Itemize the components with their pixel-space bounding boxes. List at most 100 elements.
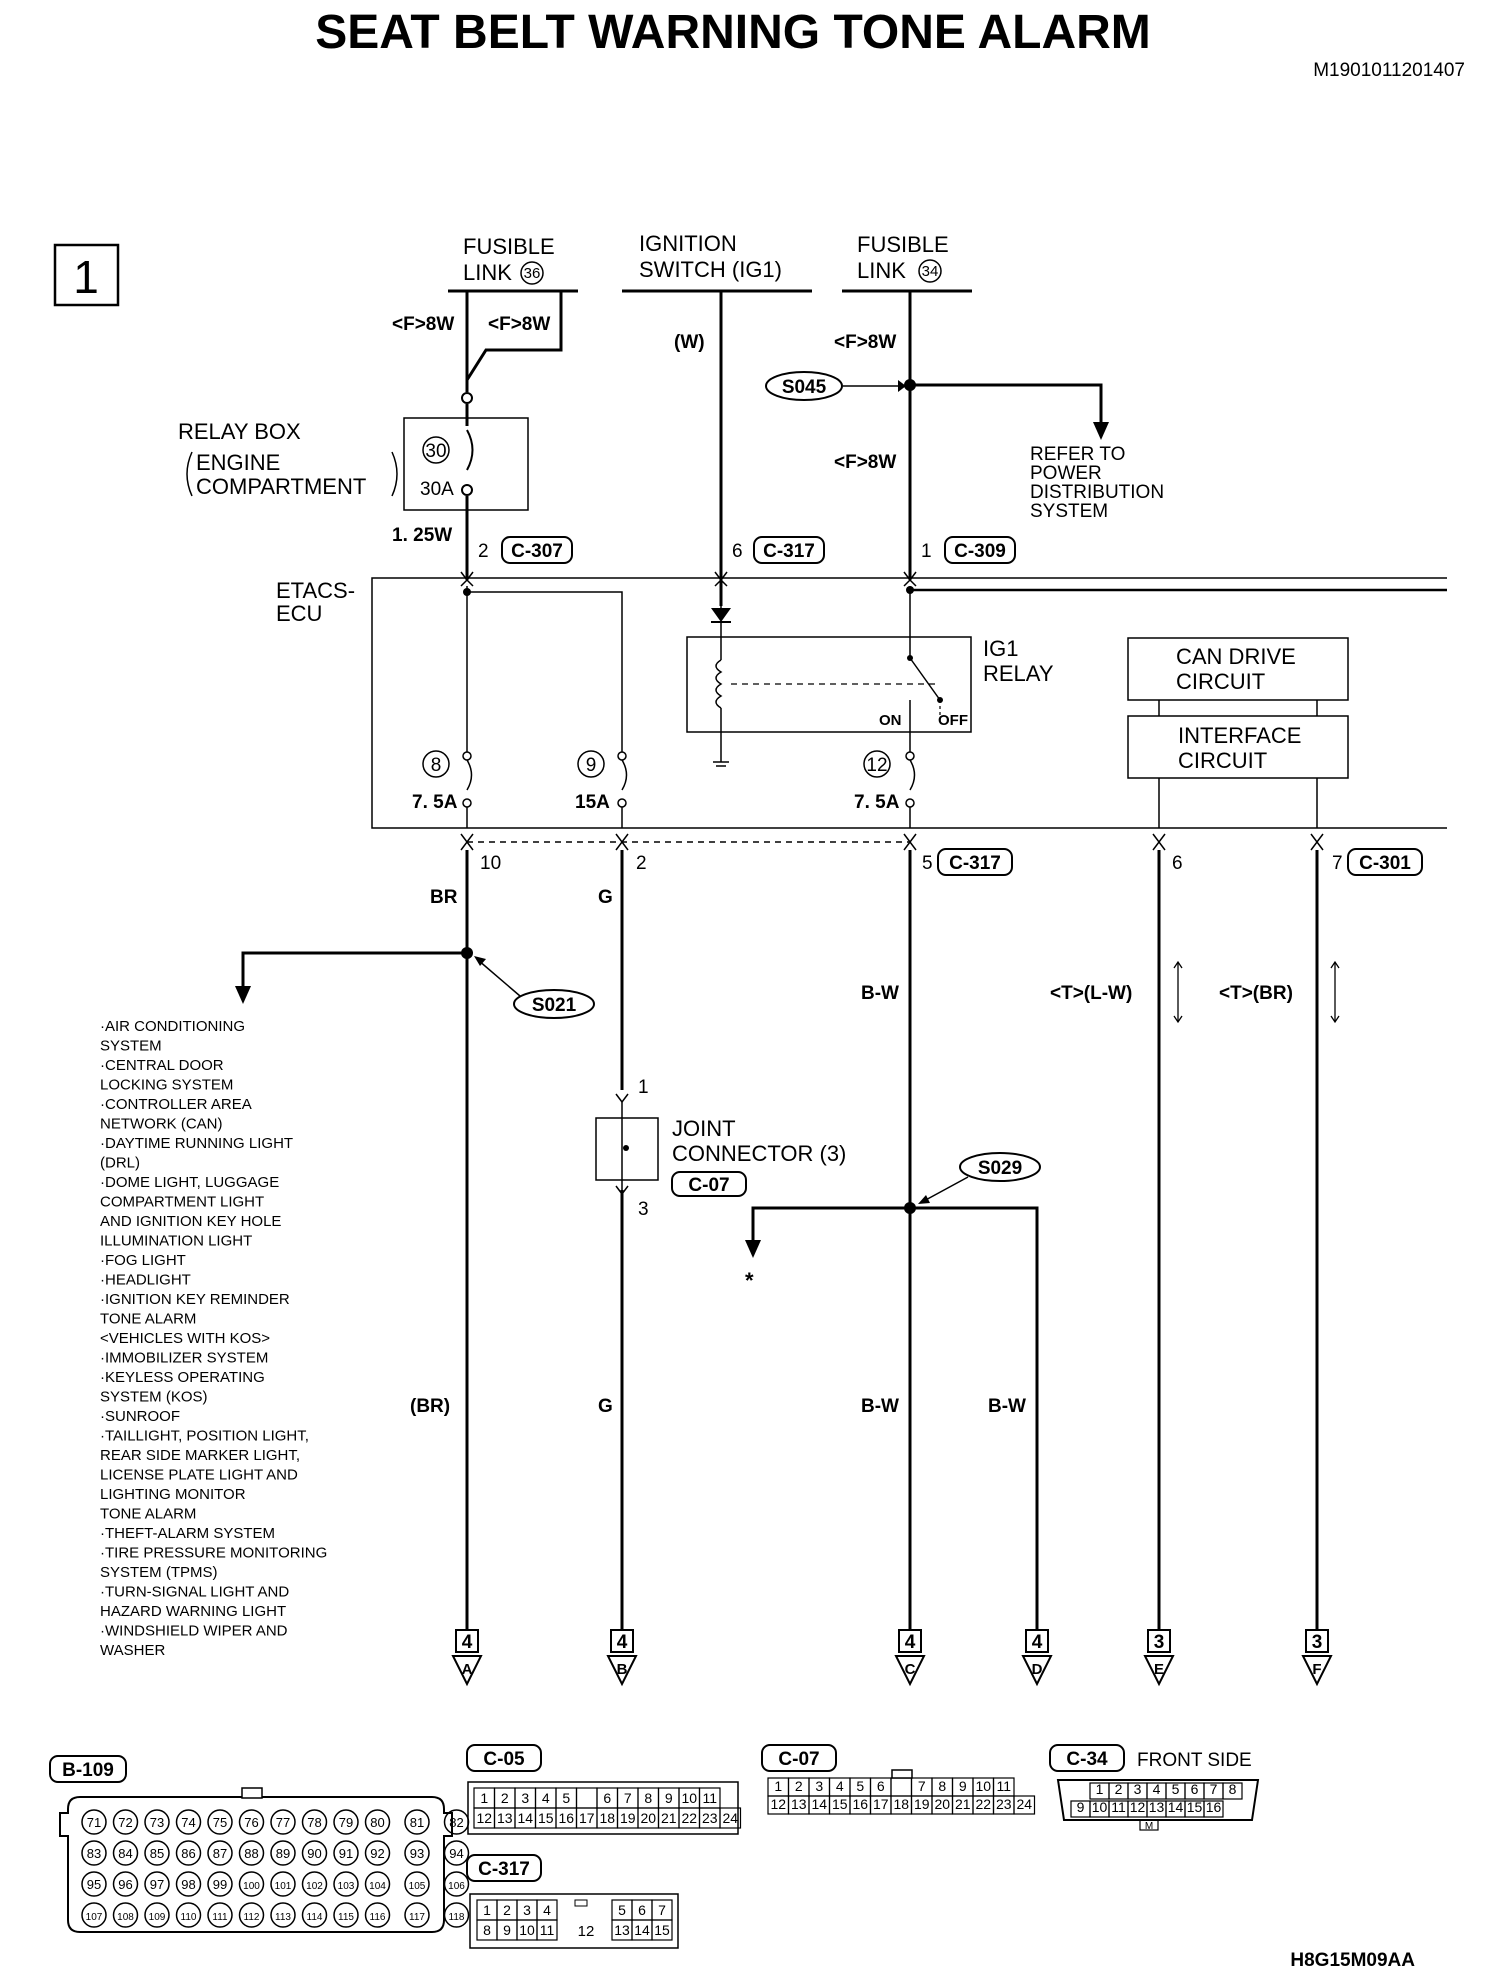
svg-text:COMPARTMENT: COMPARTMENT: [196, 474, 366, 499]
pin-number: 88: [244, 1846, 258, 1861]
diagram-code-bottom: H8G15M09AA: [1290, 1950, 1415, 1971]
relay-box: RELAY BOX ENGINE COMPARTMENT 30 30A: [178, 417, 529, 511]
svg-text:30A: 30A: [420, 479, 454, 500]
pin-number: 82: [449, 1815, 463, 1830]
svg-text:IGNITION: IGNITION: [639, 231, 737, 256]
pin-cell: [575, 1787, 598, 1809]
pin-circle: [112, 1840, 139, 1866]
pin-cell: [1013, 1795, 1036, 1815]
svg-text:8: 8: [431, 755, 442, 776]
bottom-pins: 10 2 5 C-317 6 7 C-301: [480, 848, 1423, 876]
pin-number: 19: [620, 1810, 636, 1826]
system-list-item: ·TAILLIGHT, POSITION LIGHT,: [100, 1428, 309, 1445]
pin-number: 13: [1149, 1799, 1165, 1815]
pin-number: 118: [449, 1912, 465, 1923]
svg-text:S029: S029: [978, 1158, 1022, 1179]
pin-number: 14: [1168, 1799, 1184, 1815]
pin-circle: [175, 1840, 202, 1866]
key-mark: M: [1145, 1821, 1153, 1832]
terminal-letter: F: [1312, 1661, 1321, 1678]
svg-text:34: 34: [922, 263, 939, 280]
pin-number: 10: [1092, 1799, 1108, 1815]
pin-circle: [404, 1871, 430, 1897]
system-list-item: ·CENTRAL DOOR: [100, 1057, 224, 1074]
pin-circle: [238, 1902, 265, 1928]
pin-number: 105: [409, 1881, 426, 1892]
ignition-switch-label: IGNITION SWITCH (IG1): [622, 231, 812, 293]
pin-circle: [81, 1902, 107, 1928]
system-list-item: ·WINDSHIELD WIPER AND: [100, 1623, 288, 1640]
terminal-b: 4B: [606, 1629, 638, 1687]
pin-number: 16: [558, 1810, 574, 1826]
pin-number: 22: [681, 1810, 697, 1826]
terminal-e: 3E: [1143, 1629, 1175, 1687]
systems-arrow: [235, 986, 251, 1004]
pin-number: 1: [774, 1778, 782, 1794]
system-list-item: ·FOG LIGHT: [100, 1252, 186, 1269]
svg-text:2: 2: [636, 853, 647, 874]
system-list-item: SYSTEM (TPMS): [100, 1564, 218, 1581]
svg-text:CIRCUIT: CIRCUIT: [1178, 748, 1267, 773]
pin-circle: [112, 1902, 139, 1928]
pin-number: 79: [339, 1815, 353, 1830]
pin-circle: [333, 1871, 359, 1897]
pin-number: 12: [578, 1923, 595, 1940]
wire-label-br: BR: [430, 887, 458, 908]
svg-text:1: 1: [638, 1077, 649, 1098]
pin-number: 13: [791, 1796, 807, 1812]
etacs-ecu-box: ETACS- ECU: [276, 577, 1447, 829]
terminal-d: 4D: [1021, 1629, 1053, 1687]
pin-number: 7: [1210, 1781, 1218, 1797]
pin-number: 4: [542, 1790, 550, 1806]
svg-text:DISTRIBUTION: DISTRIBUTION: [1030, 482, 1164, 503]
svg-text:30: 30: [425, 441, 446, 462]
svg-text:7. 5A: 7. 5A: [412, 792, 458, 813]
pin-number: 23: [996, 1796, 1012, 1812]
system-list-item: ·HEADLIGHT: [100, 1272, 191, 1289]
pin-number: 5: [618, 1902, 626, 1918]
svg-text:ETACS-: ETACS-: [276, 578, 355, 603]
pin-number: 89: [276, 1846, 290, 1861]
page-title: SEAT BELT WARNING TONE ALARM: [315, 6, 1151, 59]
svg-text:OFF: OFF: [938, 712, 968, 729]
svg-text:1: 1: [921, 541, 932, 562]
splice-s045: S045: [765, 371, 906, 401]
system-list-item: ·TIRE PRESSURE MONITORING: [100, 1545, 327, 1562]
pin-circle: [207, 1902, 233, 1928]
pin-number: 10: [681, 1790, 697, 1806]
wire-label-f8w: <F>8W: [834, 332, 896, 353]
pin-number: 92: [370, 1846, 384, 1861]
pin-number: 24: [722, 1810, 738, 1826]
pin-circle: [301, 1902, 328, 1928]
pin-number: 7: [658, 1902, 666, 1918]
feed-wires-fl36: [465, 291, 563, 392]
system-list-item: NETWORK (CAN): [100, 1116, 223, 1133]
system-list-item: SYSTEM: [100, 1038, 162, 1055]
svg-text:SWITCH (IG1): SWITCH (IG1): [639, 257, 782, 282]
system-list-item: ·TURN-SIGNAL LIGHT AND: [100, 1584, 289, 1601]
pin-number: 2: [501, 1790, 509, 1806]
pin-number: 5: [562, 1790, 570, 1806]
pin-number: 100: [243, 1881, 260, 1892]
star-arrow: [745, 1240, 761, 1258]
wire-label-125w: 1. 25W: [392, 525, 452, 546]
pin-number: 7: [918, 1778, 926, 1794]
pin-circle: [144, 1840, 170, 1866]
pin-number: 16: [852, 1796, 868, 1812]
pin-circle: [364, 1840, 391, 1866]
pin-number: 24: [1016, 1796, 1032, 1812]
interface-circuit: INTERFACE CIRCUIT: [1127, 715, 1349, 779]
pin-number: 83: [87, 1846, 101, 1861]
pin-number: 12: [1130, 1799, 1146, 1815]
pin-number: 72: [118, 1815, 132, 1830]
svg-text:2: 2: [478, 541, 489, 562]
system-list-item: ·THEFT-ALARM SYSTEM: [100, 1525, 275, 1542]
svg-text:B-109: B-109: [62, 1760, 114, 1781]
pin-number: 8: [1229, 1781, 1237, 1797]
pin-number: 73: [150, 1815, 164, 1830]
pin-number: 14: [634, 1922, 650, 1938]
pin-number: 23: [702, 1810, 718, 1826]
pin-number: 78: [307, 1815, 321, 1830]
